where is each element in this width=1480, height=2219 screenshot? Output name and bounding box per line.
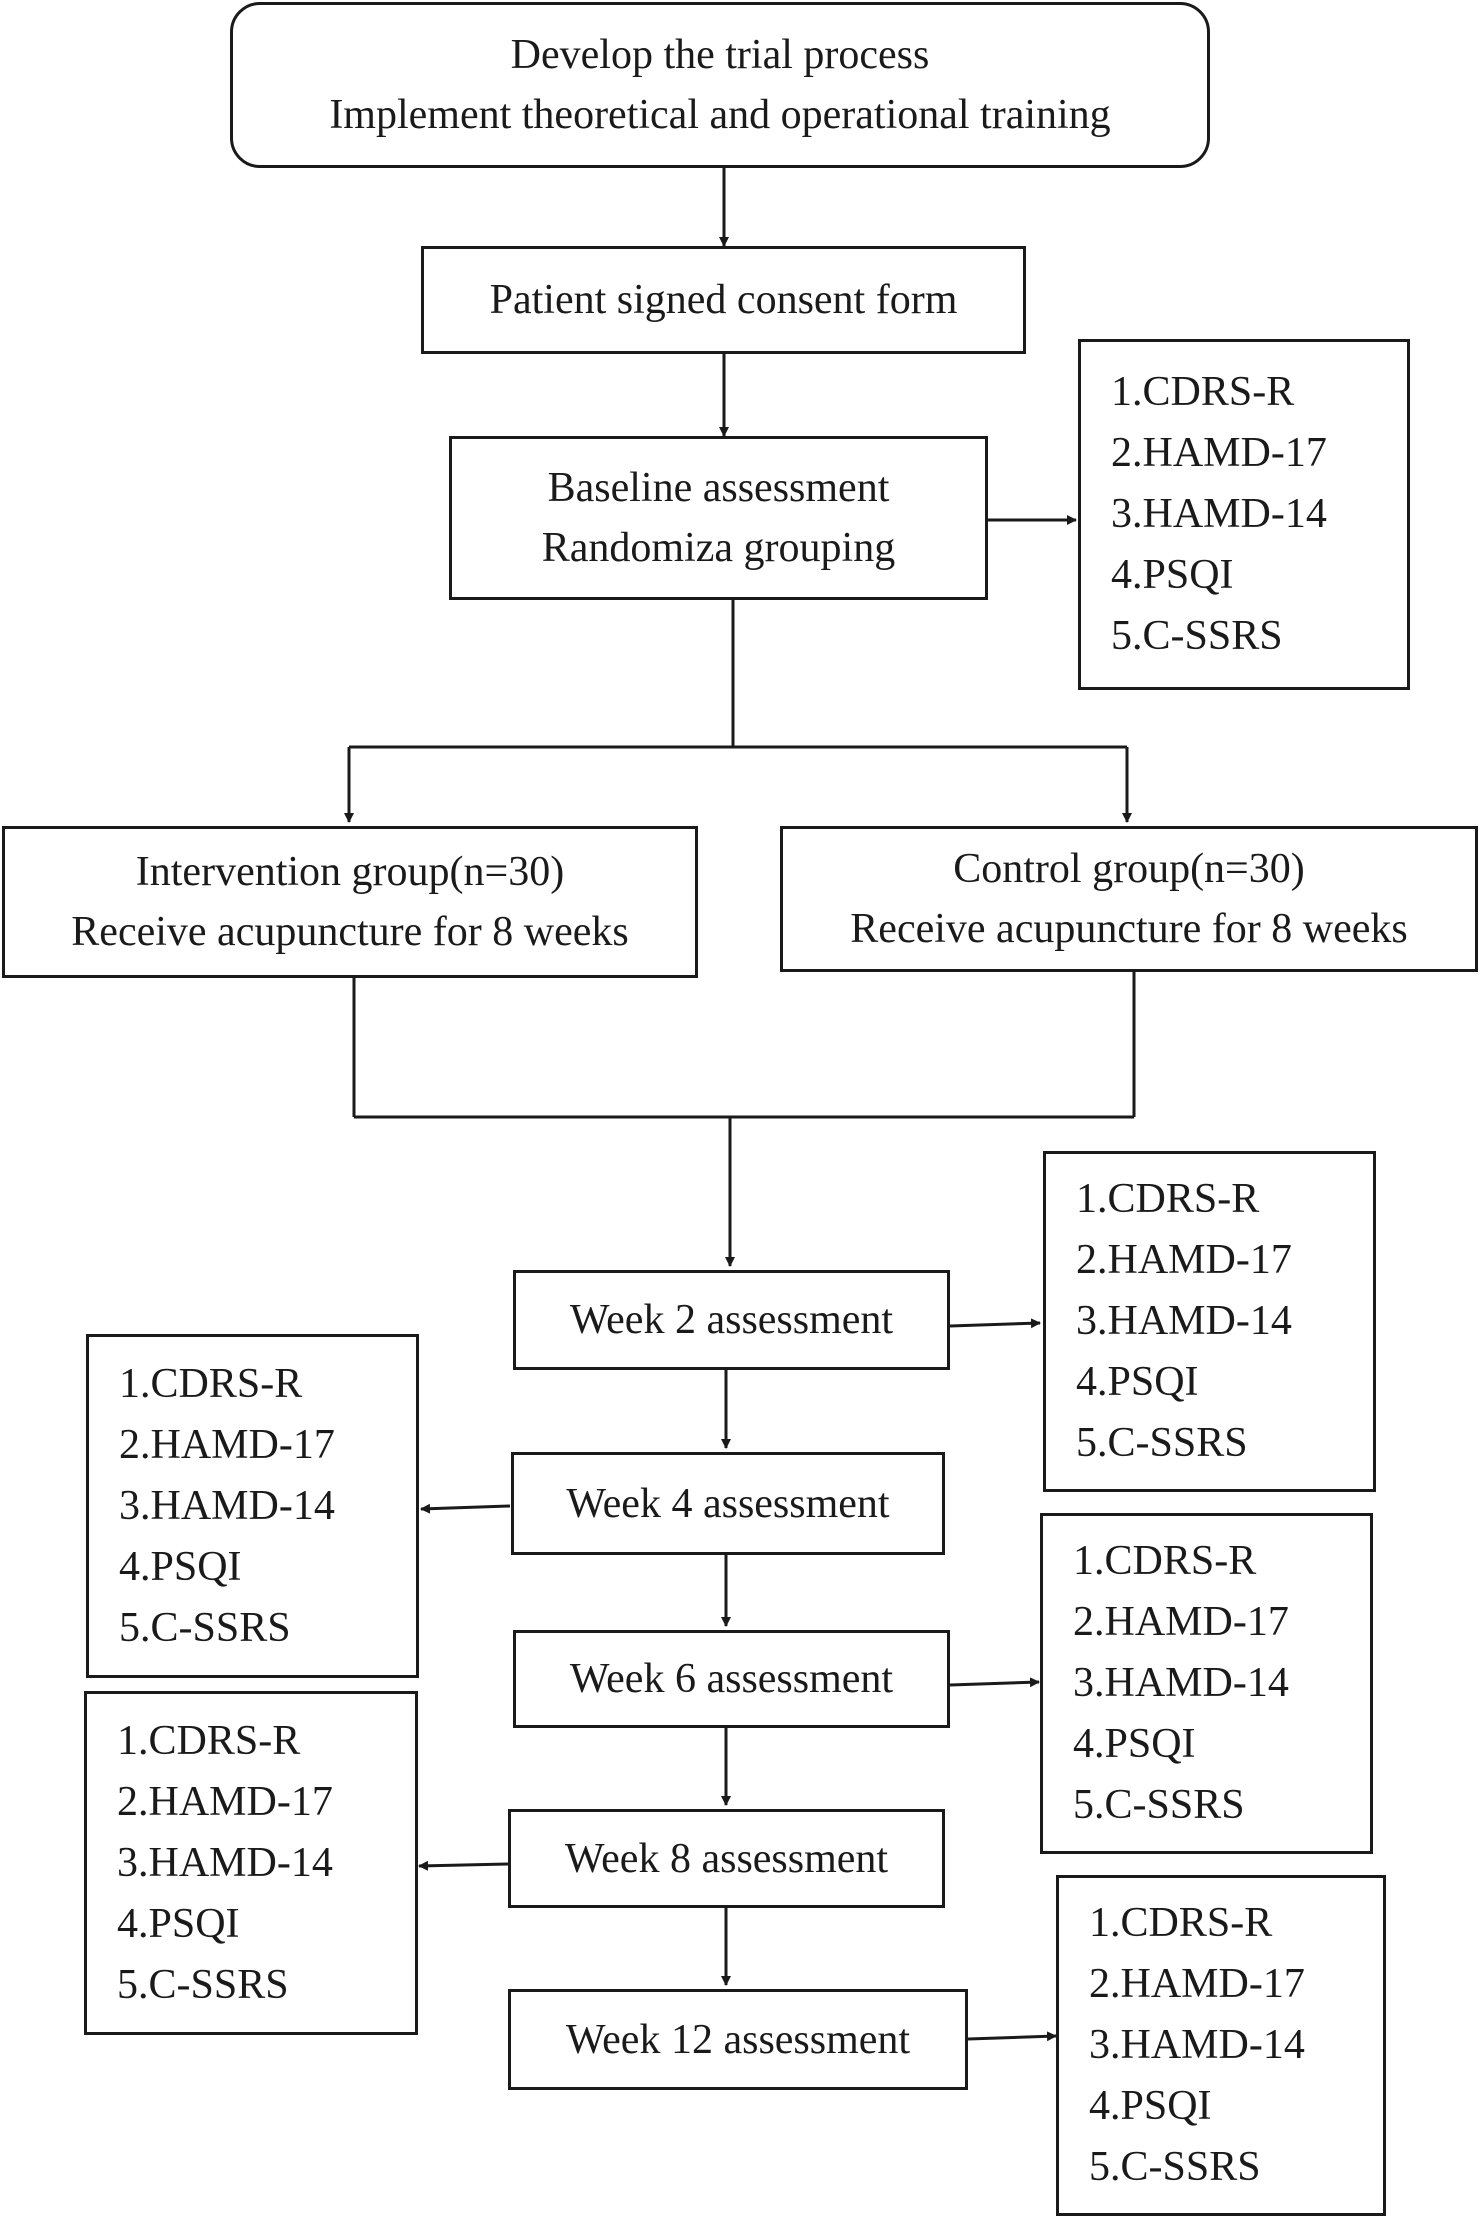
- week8-measures-box: 1.CDRS-R 2.HAMD-17 3.HAMD-14 4.PSQI 5.C-…: [84, 1691, 418, 2035]
- measure-item: 4.PSQI: [1073, 1721, 1196, 1767]
- baseline-measures-box: 1.CDRS-R 2.HAMD-17 3.HAMD-14 4.PSQI 5.C-…: [1078, 339, 1410, 690]
- measure-item: 3.HAMD-14: [1111, 491, 1327, 537]
- consent-box: Patient signed consent form: [421, 246, 1026, 354]
- measure-item: 2.HAMD-17: [1111, 430, 1327, 476]
- measure-item: 4.PSQI: [1089, 2083, 1212, 2129]
- baseline-line-2: Randomiza grouping: [541, 525, 896, 571]
- measure-item: 4.PSQI: [117, 1900, 240, 1947]
- measure-item: 2.HAMD-17: [117, 1778, 333, 1825]
- control-line-1: Control group(n=30): [953, 846, 1305, 892]
- week4-label: Week 4 assessment: [566, 1480, 890, 1527]
- week12-box: Week 12 assessment: [508, 1989, 968, 2090]
- start-line-2: Implement theoretical and operational tr…: [329, 92, 1111, 138]
- measure-item: 4.PSQI: [119, 1543, 242, 1590]
- arrow-week6-to-measures: [949, 1677, 1040, 1688]
- measure-item: 3.HAMD-14: [1089, 2022, 1305, 2068]
- measure-item: 1.CDRS-R: [1111, 369, 1295, 415]
- consent-label: Patient signed consent form: [489, 277, 958, 323]
- measure-item: 3.HAMD-14: [1073, 1660, 1289, 1706]
- measure-item: 5.C-SSRS: [117, 1961, 289, 2008]
- measure-item: 5.C-SSRS: [119, 1604, 291, 1651]
- measure-item: 2.HAMD-17: [1076, 1237, 1292, 1283]
- arrow-week12-to-measures: [967, 2031, 1057, 2042]
- measure-item: 1.CDRS-R: [117, 1717, 301, 1764]
- week2-box: Week 2 assessment: [513, 1270, 950, 1370]
- start-line-1: Develop the trial process: [510, 32, 930, 78]
- measure-item: 2.HAMD-17: [1089, 1961, 1305, 2007]
- measure-item: 5.C-SSRS: [1073, 1782, 1245, 1828]
- intervention-box: Intervention group(n=30) Receive acupunc…: [2, 826, 698, 978]
- measure-item: 3.HAMD-14: [119, 1482, 335, 1529]
- measure-item: 5.C-SSRS: [1089, 2144, 1261, 2190]
- measure-item: 1.CDRS-R: [1073, 1538, 1257, 1584]
- measure-item: 1.CDRS-R: [119, 1360, 303, 1407]
- measure-item: 3.HAMD-14: [117, 1839, 333, 1886]
- week12-measures-box: 1.CDRS-R 2.HAMD-17 3.HAMD-14 4.PSQI 5.C-…: [1056, 1875, 1386, 2216]
- week8-label: Week 8 assessment: [564, 1835, 889, 1882]
- week2-measures-box: 1.CDRS-R 2.HAMD-17 3.HAMD-14 4.PSQI 5.C-…: [1043, 1151, 1376, 1492]
- start-box: Develop the trial process Implement theo…: [230, 2, 1210, 168]
- week4-measures-box: 1.CDRS-R 2.HAMD-17 3.HAMD-14 4.PSQI 5.C-…: [86, 1334, 419, 1678]
- control-box: Control group(n=30) Receive acupuncture …: [780, 826, 1478, 972]
- intervention-line-1: Intervention group(n=30): [135, 849, 565, 895]
- week6-box: Week 6 assessment: [513, 1630, 950, 1728]
- week6-label: Week 6 assessment: [569, 1656, 894, 1702]
- measure-item: 5.C-SSRS: [1076, 1420, 1248, 1466]
- measure-item: 5.C-SSRS: [1111, 613, 1283, 659]
- week4-box: Week 4 assessment: [511, 1452, 945, 1555]
- week6-measures-box: 1.CDRS-R 2.HAMD-17 3.HAMD-14 4.PSQI 5.C-…: [1040, 1513, 1373, 1854]
- week8-box: Week 8 assessment: [508, 1809, 945, 1908]
- arrow-week4-to-measures: [420, 1503, 511, 1514]
- measure-item: 4.PSQI: [1076, 1359, 1199, 1405]
- week2-label: Week 2 assessment: [569, 1297, 894, 1343]
- control-line-2: Receive acupuncture for 8 weeks: [850, 906, 1408, 952]
- baseline-box: Baseline assessment Randomiza grouping: [449, 436, 988, 600]
- measure-item: 2.HAMD-17: [1073, 1599, 1289, 1645]
- baseline-line-1: Baseline assessment: [547, 465, 890, 511]
- measure-item: 2.HAMD-17: [119, 1421, 335, 1468]
- week12-label: Week 12 assessment: [565, 2016, 911, 2063]
- measure-item: 1.CDRS-R: [1089, 1900, 1273, 1946]
- measure-item: 1.CDRS-R: [1076, 1176, 1260, 1222]
- intervention-line-2: Receive acupuncture for 8 weeks: [71, 909, 629, 955]
- arrow-week8-to-measures: [418, 1860, 509, 1871]
- measure-item: 4.PSQI: [1111, 552, 1234, 598]
- arrow-week2-to-measures: [949, 1318, 1041, 1329]
- measure-item: 3.HAMD-14: [1076, 1298, 1292, 1344]
